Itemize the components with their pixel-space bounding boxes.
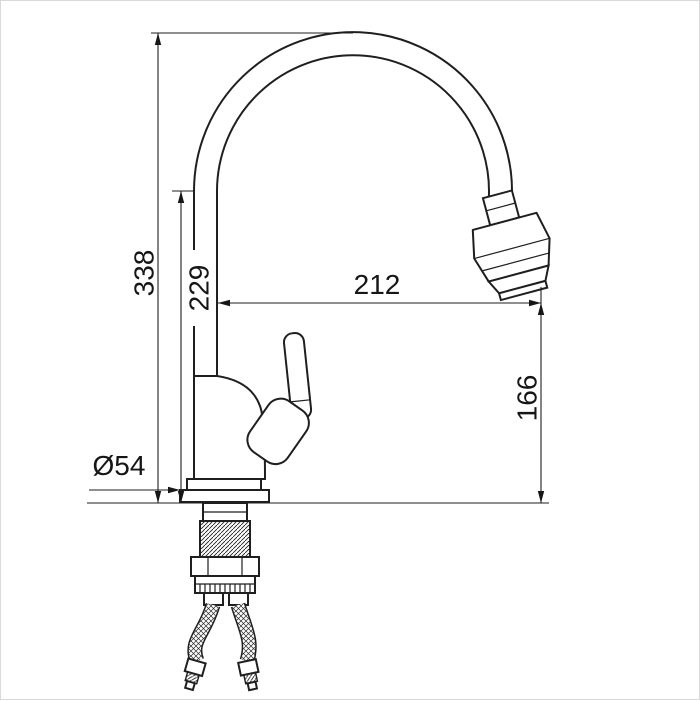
dim-label-229: 229 <box>184 265 215 312</box>
dim-label-166: 166 <box>512 375 543 422</box>
dim-label-base-diameter: Ø54 <box>93 450 146 481</box>
hose-crimp-block <box>194 575 256 606</box>
hose-fitting-right <box>237 657 260 692</box>
dim-label-338: 338 <box>129 250 160 297</box>
handle-lever <box>282 332 313 420</box>
dimension-column-height: 229 <box>172 190 215 503</box>
supply-hose-left <box>183 602 221 692</box>
spray-head <box>471 189 551 302</box>
handle-boss <box>246 397 310 466</box>
gooseneck-spout <box>193 31 513 206</box>
dimension-total-height: 338 <box>129 32 353 503</box>
faucet-body <box>193 375 267 480</box>
dimension-outlet-height: 166 <box>512 287 545 503</box>
hose-fitting-left <box>183 657 207 692</box>
mounting-shank <box>199 502 251 558</box>
base-flange <box>179 478 270 503</box>
dimension-spout-reach: 212 <box>218 269 541 307</box>
supply-hose-right <box>230 602 260 692</box>
dim-label-212: 212 <box>354 269 401 300</box>
lock-nut <box>190 556 260 577</box>
dimension-base-diameter: Ø54 <box>89 450 180 494</box>
